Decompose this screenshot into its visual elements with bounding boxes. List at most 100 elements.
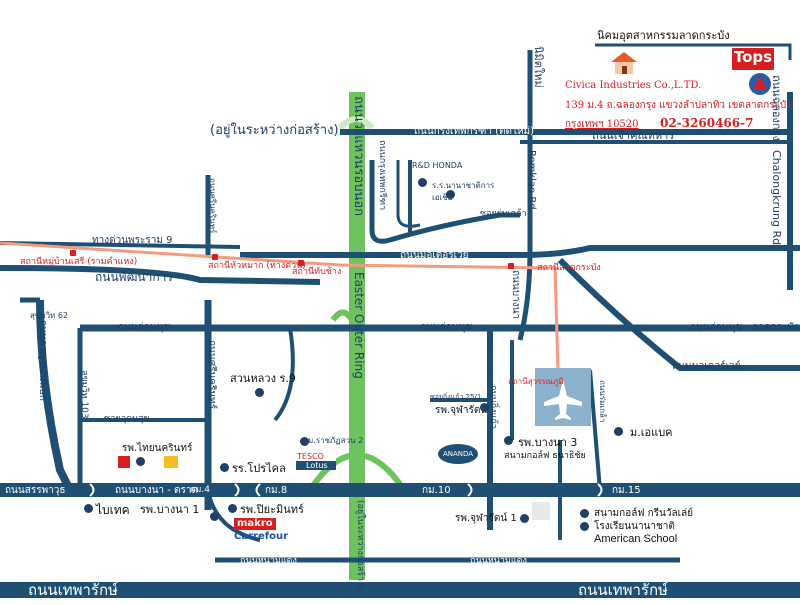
theparak-label-left: ถนนเทพารักษ์ <box>28 581 118 599</box>
namdaeng-label-2: ถนนหนามแดง <box>470 556 527 566</box>
company-phone: 02-3260466-7 <box>660 116 754 130</box>
chularat1-label: รพ.จุฬารัตน์ 1 <box>455 513 517 524</box>
makro-logo: makro <box>234 518 276 530</box>
rama9-exp-label: ทางด่วนพระราม 9 <box>92 235 173 246</box>
outer-ring-th: ถนนวงแหวนรอบนอก <box>351 96 366 217</box>
kingkaew-label: ถนนกิ่งแก้ว <box>488 385 498 429</box>
piyamin-label: รพ.ปิยะมินทร์ <box>240 503 304 516</box>
station-lat-krabang: สถานีลาดกระบัง <box>537 263 601 273</box>
suan-luang-label: สวนหลวง ร.9 <box>230 372 296 385</box>
store-logo-3 <box>532 502 550 520</box>
interchange-km4 <box>89 483 95 497</box>
outer-ring-en: Easter Outer Ring <box>352 272 366 379</box>
bitec-pin <box>84 504 93 513</box>
abac-pin <box>614 427 623 436</box>
station-hua-mak-dot <box>212 254 218 260</box>
tesco-lotus-logo: TESCO Lotus <box>296 452 336 470</box>
theparak-label-right: ถนนเทพารักษ์ <box>578 581 668 599</box>
interchange-bn1 <box>234 483 240 497</box>
outer-ring-construction: (อยู่ในระหว่างก่อสร้าง) <box>355 500 365 589</box>
motorway-lower <box>557 257 800 371</box>
motorway-road <box>240 245 800 258</box>
rama9-expressway <box>0 241 241 249</box>
bangna2-label: ม.ราชภัฏสวน 2 <box>308 436 364 445</box>
honda-center-pin <box>446 190 455 199</box>
company-name: Civica Industries Co.,L.TD. <box>565 80 702 91</box>
estate-road <box>595 43 792 60</box>
company-address-2: กรุงเทพฯ 10520 <box>565 119 639 130</box>
tops-logo: Tops <box>732 48 774 70</box>
motorway-label-2: ถนนมอเตอร์เวย์ <box>672 361 741 372</box>
kanchanaphisek-road <box>36 299 74 492</box>
romklao-road <box>517 50 533 341</box>
interchange-bn2 <box>255 483 261 497</box>
estate-name: นิคมอุตสาหกรรมลาดกระบัง <box>597 29 730 42</box>
piyamin-pin <box>228 504 237 513</box>
kingkaew-25-label: ซอยกิ่งแก้ว 25/1 <box>430 393 482 401</box>
lotus-text: Lotus <box>306 461 328 470</box>
house-icon <box>611 52 637 74</box>
nimit-mai-label: นิมิตใหม่ <box>532 46 545 88</box>
bangna1-pin <box>210 512 219 521</box>
company-address-1: 139 ม.4 ถ.ฉลองกรุง แขวงลำปลาทิว เขตลาดกร… <box>565 100 792 111</box>
under-construction-top: (อยู่ในระหว่างก่อสร้าง) <box>210 123 339 138</box>
station-lat-krabang-dot <box>508 263 514 269</box>
rr-nakorn-pin <box>220 463 229 472</box>
km4-label: กม.4 <box>190 485 210 495</box>
phatthanakan-label: ถนนพัฒนาการ <box>95 270 173 284</box>
bangna2-pin <box>300 437 309 446</box>
honda-center-label: ร.ร.นานาชาติการ <box>432 181 495 190</box>
interchange-km10 <box>467 483 473 497</box>
srinakarin-label: ถนนศรีนครินทร์ <box>206 340 217 410</box>
krungthep-kritha-label: ถนนกรุงเทพกรีฑา (ตัดใหม่) <box>414 126 535 137</box>
on-nut-label-1: ถนนอ่อนนุช <box>118 322 171 333</box>
pttep-icon <box>749 73 771 95</box>
outer-ring-junction-left <box>330 309 355 322</box>
kanchanaphisek-label: ถนนกาญจนาภิเษก <box>37 320 48 401</box>
suan-luang-pin <box>255 388 264 397</box>
airport-east-road-label: ถนนร่มเกล้า <box>598 380 607 423</box>
outer-ring-junction-bn <box>307 452 407 492</box>
sukhumvit-62-label: สุขุมวิท 62 <box>30 311 69 320</box>
airport-rail-link <box>0 241 560 371</box>
airport-east-road <box>588 369 602 491</box>
golf-thana-label: สนามกอล์ฟ ธนาธิชัย <box>504 451 586 461</box>
ananda-logo: ANANDA <box>438 444 478 464</box>
station-ramkhamhaeng-dot <box>70 250 76 256</box>
rr-nakorn-label: รร.โปรไคล <box>232 462 286 475</box>
namdaeng-label-1: ถนนหนามแดง <box>240 556 297 566</box>
rnd-honda-label: R&D HONDA <box>412 161 463 170</box>
srinakarin-hospital-pin <box>136 457 145 466</box>
km10-label: กม.10 <box>422 485 451 496</box>
bitec-label: ไบเทค <box>96 503 130 517</box>
station-suvarnabhumi: สถานีสุวรรณภูมิ <box>508 377 564 386</box>
green-valley-pin <box>580 509 589 518</box>
motorway-label-1: ถนนมอเตอร์เวย์ <box>400 250 469 261</box>
chularat1-pin <box>520 514 529 523</box>
abac-label: ม.เอแบค <box>630 426 673 439</box>
sanphawut-label: ถนนสรรพาวุธ <box>5 485 66 496</box>
honda-pin <box>418 178 427 187</box>
station-thap-chang: สถานีทับช้าง <box>292 267 342 277</box>
bangna3-pin <box>504 436 513 445</box>
bangna1-label: รพ.บางนา 1 <box>140 503 200 516</box>
tesco-text: TESCO <box>296 452 336 461</box>
inter-school-pin <box>580 522 589 531</box>
sukhumvit-103-label: สุขุมวิท 103 <box>79 370 89 419</box>
outer-ring-top-arc <box>337 116 375 131</box>
udomsuk-label: ซอยอุดมสุข <box>104 414 150 424</box>
chalongkrung-en: Chalongkrung Rd. <box>770 150 783 249</box>
station-hua-mak: สถานีหัวหมาก (ทางด่วน) <box>208 261 306 271</box>
north-soi-label: ถนนศรีนครินทร์ <box>208 178 217 234</box>
kritha-curve <box>369 160 520 244</box>
suan-luang-road <box>273 327 295 422</box>
soi-romklao-label: ซอยร่มเกล้า <box>480 209 527 219</box>
srinakarin-hospital-label: รพ.ไทยนครินทร์ <box>122 443 193 454</box>
phatthanakan-road <box>0 265 321 285</box>
on-nut-lat-krabang-label: ถนนอ่อนนุช - ลาดกระบัง <box>690 322 799 333</box>
kritha-road-label: ถนนกรุงเทพกรีฑา <box>377 140 387 211</box>
bangna-trad-label: ถนนบางนา - ตราด <box>115 485 198 496</box>
airplane-icon <box>544 380 582 420</box>
